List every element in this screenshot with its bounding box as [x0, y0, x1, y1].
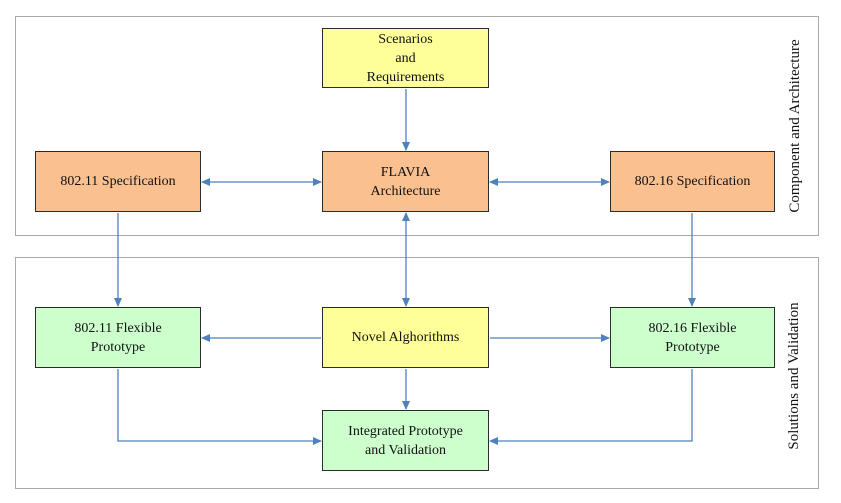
- spec-80216-node: 802.16 Specification: [610, 151, 775, 212]
- flexible-prototype-80211-text: 802.11 Flexible Prototype: [74, 320, 162, 355]
- component-architecture-panel: [15, 16, 819, 236]
- spec-80211-node: 802.11 Specification: [35, 151, 201, 212]
- novel-algorithms-node: Novel Alghorithms: [322, 307, 489, 368]
- flexible-prototype-80216-node: 802.16 Flexible Prototype: [610, 307, 775, 368]
- flexible-prototype-80216-text: 802.16 Flexible Prototype: [648, 320, 737, 355]
- spec-80216-text: 802.16 Specification: [634, 174, 751, 189]
- scenarios-requirements-text: Scenarios and Requirements: [366, 31, 445, 85]
- integrated-prototype-validation-node: Integrated Prototype and Validation: [322, 410, 489, 471]
- solutions-validation-panel: [15, 257, 819, 489]
- scenarios-requirements-node: Scenarios and Requirements: [322, 28, 489, 88]
- integrated-prototype-validation-text: Integrated Prototype and Validation: [348, 423, 463, 458]
- spec-80211-text: 802.11 Specification: [60, 174, 176, 189]
- component-architecture-label: Component and Architecture: [787, 39, 803, 213]
- flavia-architecture-text: FLAVIA Architecture: [370, 164, 441, 199]
- solutions-validation-label: Solutions and Validation: [786, 302, 802, 450]
- flavia-architecture-node: FLAVIA Architecture: [322, 151, 489, 212]
- novel-algorithms-text: Novel Alghorithms: [351, 330, 460, 345]
- flexible-prototype-80211-node: 802.11 Flexible Prototype: [35, 307, 201, 368]
